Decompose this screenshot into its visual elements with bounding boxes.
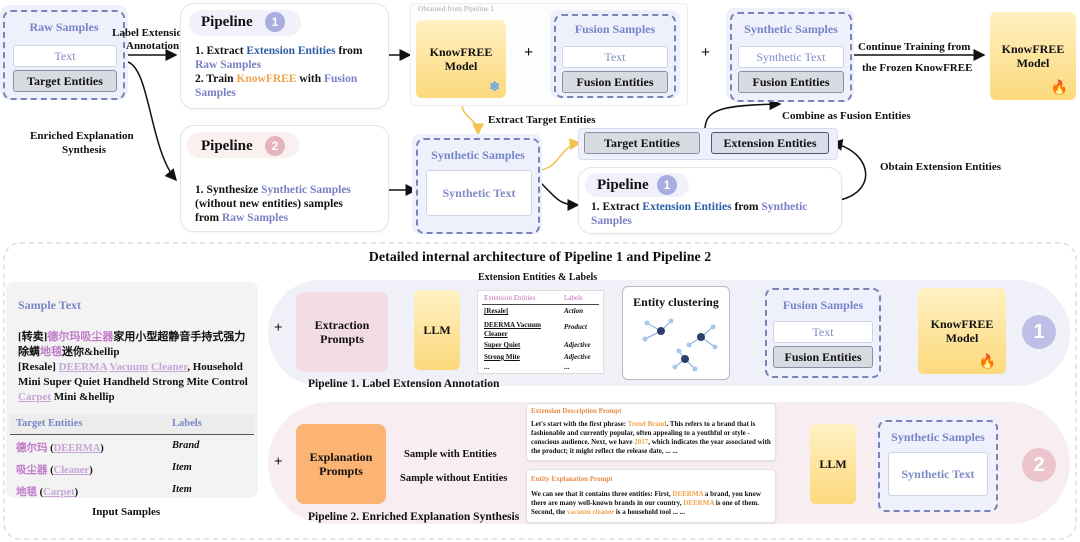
plus-2: +: [701, 44, 711, 61]
p1-fusion-text: Text: [773, 321, 873, 343]
pipeline1-card: Pipeline 1 1. Extract Extension Entities…: [180, 3, 389, 109]
p2-plus: +: [274, 454, 283, 470]
raw-samples-title: Raw Samples: [29, 20, 99, 34]
pipeline1b-title: Pipeline: [597, 177, 649, 193]
p1-fusion-entities: Fusion Entities: [773, 346, 873, 368]
pipeline1-number: 1: [265, 12, 285, 32]
p2-number: 2: [1022, 448, 1056, 482]
ext-description-prompt: Extension Description Prompt Let's start…: [526, 403, 776, 461]
obtain-extension-label: Obtain Extension Entities: [880, 161, 1002, 173]
continue-training-line2: the Frozen KnowFREE: [862, 62, 973, 74]
p1-number: 1: [1022, 315, 1056, 349]
p1-ext-title: Extension Entities & Labels: [478, 272, 598, 283]
final-model: KnowFREE Model 🔥: [990, 12, 1076, 100]
target-entities-box: Target Entities: [584, 132, 700, 154]
raw-samples-entities: Target Entities: [13, 70, 117, 92]
input-en-text: [Resale] DEERMA Vacuum Cleaner, Househol…: [18, 361, 248, 403]
flame-icon: 🔥: [978, 355, 996, 370]
table-row: 吸尘器 (Cleaner): [16, 465, 93, 476]
p2-synthetic-text: Synthetic Text: [888, 452, 988, 496]
fusion-samples-top-title: Fusion Samples: [574, 22, 656, 36]
synthetic-samples-mid: Synthetic Samples Synthetic Text: [416, 138, 540, 234]
ext-row-label: Adjective: [564, 353, 591, 361]
clustering-title: Entity clustering: [633, 295, 719, 309]
input-samples-card: [6, 282, 258, 498]
obtained-note: Obtained from Pipeline 1: [418, 4, 495, 13]
combine-label: Combine as Fusion Entities: [782, 110, 911, 122]
synthetic-samples-top-title: Synthetic Samples: [744, 22, 838, 36]
pipeline1b-number: 1: [657, 175, 677, 195]
p2-caption: Pipeline 2. Enriched Explanation Synthes…: [308, 511, 520, 523]
frozen-model: KnowFREE Model ❄: [416, 20, 506, 98]
label-extension-line2: Annotation: [126, 40, 180, 52]
ext-row-label: Action: [564, 307, 584, 315]
p1-ext-table: Extension Entities Labels [Resale] Actio…: [477, 290, 604, 374]
p1-llm: LLM: [414, 290, 460, 370]
snowflake-icon: ❄: [489, 79, 500, 94]
p2-synthetic-samples: Synthetic Samples Synthetic Text: [878, 420, 998, 512]
ext-row: DEERMA Vacuum: [484, 321, 541, 329]
p1-caption: Pipeline 1. Label Extension Annotation: [308, 378, 500, 390]
pipeline1b-card: Pipeline 1 1. Extract Extension Entities…: [578, 167, 842, 234]
input-cn-text: [转卖]德尔玛吸尘器家用小型超静音手持式强力 除螨地毯迷你&hellip: [18, 331, 246, 358]
table-row-label: Brand: [172, 440, 200, 451]
table-row-label: Item: [172, 462, 192, 473]
entity-explanation-prompt: Entity Explanation Prompt We can see tha…: [526, 469, 776, 523]
p2-llm: LLM: [810, 424, 856, 504]
pipeline2-number: 2: [265, 136, 285, 156]
input-samples-caption: Input Samples: [92, 506, 161, 518]
pipeline1-title: Pipeline: [201, 14, 253, 30]
input-col-labels: Labels: [172, 418, 202, 429]
enriched-explanation-line1: Enriched Explanation: [30, 130, 134, 142]
plus-1: +: [524, 44, 534, 61]
extract-target-label: Extract Target Entities: [488, 114, 596, 126]
ext-row-label: Product: [564, 323, 587, 331]
fusion-samples-top: Fusion Samples Text Fusion Entities: [554, 14, 676, 98]
input-table-header: [10, 414, 254, 435]
input-col-target: Target Entities: [16, 418, 83, 429]
raw-samples-text: Text: [13, 45, 117, 67]
pipeline1b-body: 1. Extract Extension Entities from Synth…: [591, 201, 808, 227]
extension-entities-box: Extension Entities: [711, 132, 829, 154]
p2-with-entities: Sample with Entities: [404, 449, 497, 460]
fusion-samples-top-text: Text: [562, 46, 668, 68]
p1-clustering: Entity clustering: [622, 286, 730, 380]
ext-row: Super Quiet: [484, 341, 521, 349]
ext-row-label: Adjective: [564, 341, 591, 349]
enriched-explanation-line2: Synthesis: [62, 144, 107, 156]
pipeline2-body: 1. Synthesize Synthetic Samples (without…: [195, 184, 351, 224]
synthetic-samples-top: Synthetic Samples Synthetic Text Fusion …: [730, 12, 852, 102]
ext-row: [Resale]: [484, 307, 509, 315]
p1-model: KnowFREE Model 🔥: [918, 288, 1006, 374]
p2-synthetic-title: Synthetic Samples: [891, 430, 985, 444]
p1-fusion-title: Fusion Samples: [782, 298, 864, 312]
raw-samples-box: Raw Samples Text Target Entities: [3, 10, 125, 100]
continue-training-line1: Continue Training from: [858, 41, 971, 53]
ext-row: ...: [484, 363, 490, 371]
p1-fusion-samples: Fusion Samples Text Fusion Entities: [765, 288, 881, 378]
ext-row-2: Cleaner: [484, 330, 508, 338]
synthetic-samples-top-text: Synthetic Text: [738, 46, 844, 68]
table-row: 地毯 (Carpet): [16, 487, 79, 498]
flame-icon: 🔥: [1050, 81, 1068, 96]
ext-row: Strong Mite: [484, 353, 520, 361]
pipeline2-card: Pipeline 2 1. Synthesize Synthetic Sampl…: [180, 125, 389, 232]
label-extension-line1: Label Extension: [112, 27, 189, 39]
synthetic-samples-mid-text: Synthetic Text: [426, 170, 532, 216]
table-row-label: Item: [172, 484, 192, 495]
synthetic-samples-top-entities: Fusion Entities: [738, 71, 844, 93]
p2-without-entities: Sample without Entities: [400, 473, 508, 484]
fusion-samples-top-entities: Fusion Entities: [562, 71, 668, 93]
p1-plus: +: [274, 320, 283, 336]
pipeline2-title: Pipeline: [201, 138, 253, 154]
table-row: 德尔玛 (DEERMA): [16, 443, 104, 454]
input-sample-text-title: Sample Text: [18, 298, 82, 312]
ext-row-label: ...: [564, 363, 570, 371]
synthetic-samples-mid-title: Synthetic Samples: [431, 148, 525, 162]
cluster-graph-icon: [642, 318, 718, 372]
pipeline1-body: 1. Extract Extension Entities from Raw S…: [195, 45, 363, 99]
bottom-title: Detailed internal architecture of Pipeli…: [368, 250, 712, 265]
